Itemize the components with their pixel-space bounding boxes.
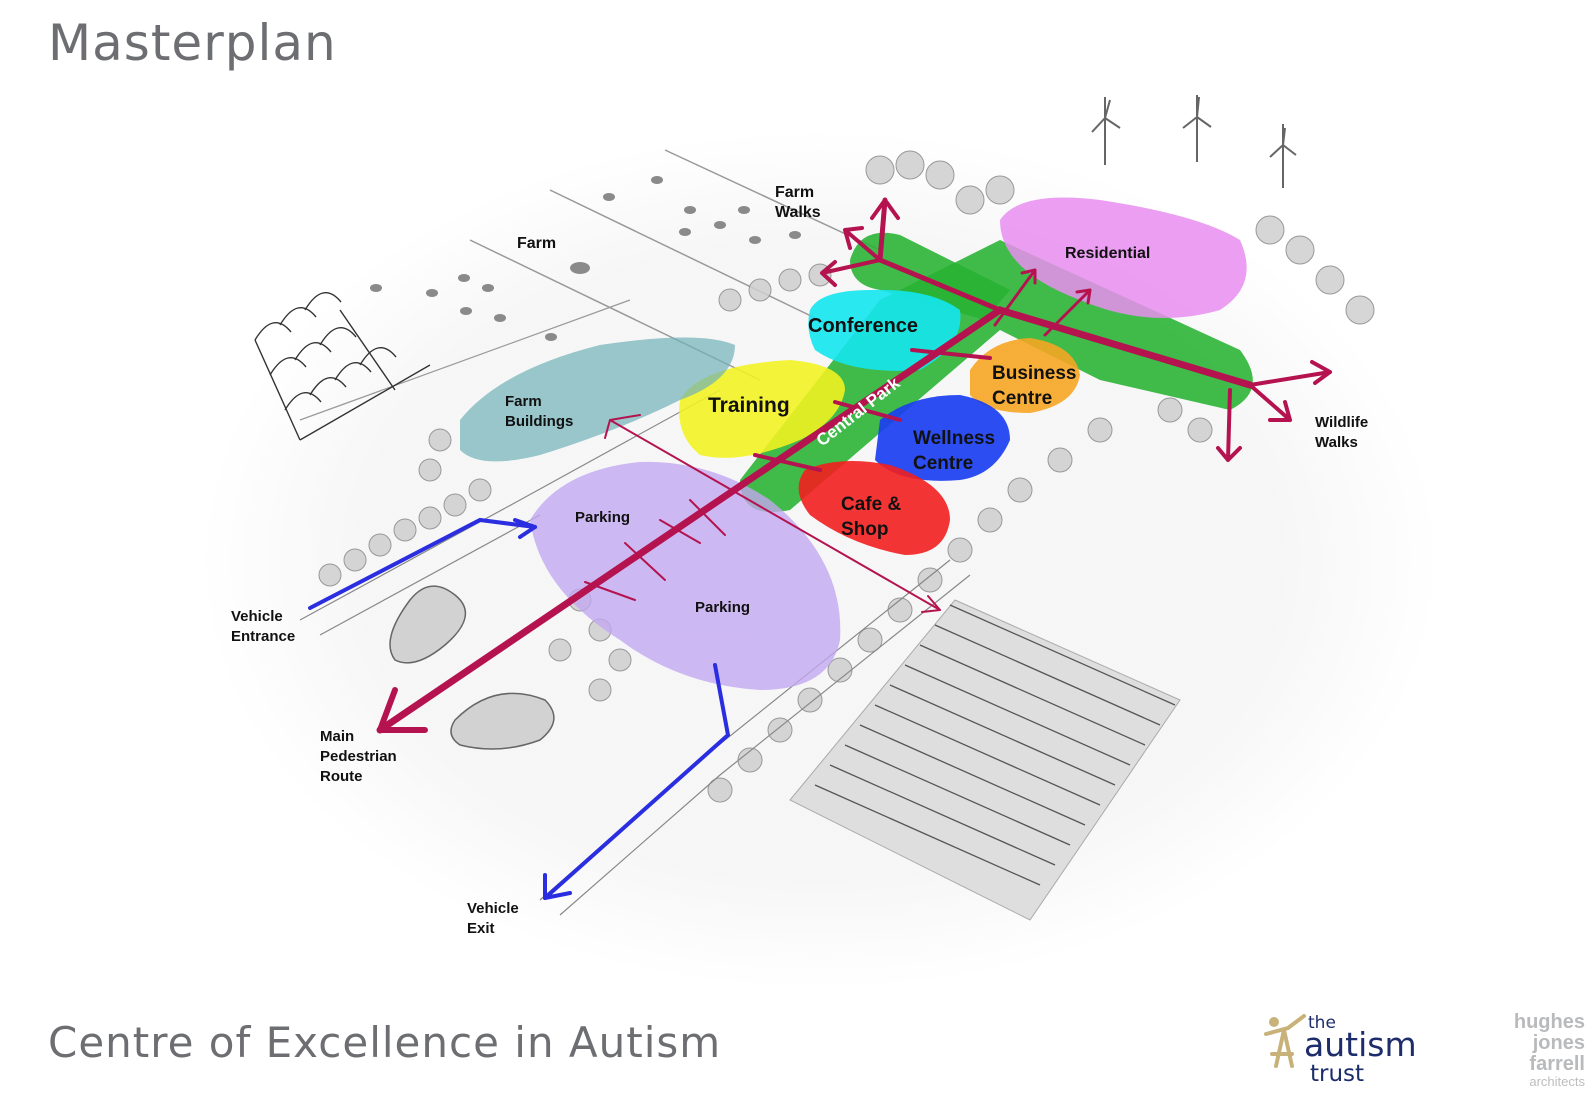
label-training: Training [708, 394, 790, 417]
label-parking-north: Parking [575, 509, 630, 526]
svg-text:Walks: Walks [775, 204, 821, 221]
autism-trust-figure-icon: the autism trust [1264, 1013, 1417, 1087]
label-vehicle-exit-2: Exit [467, 920, 495, 937]
pond-2 [450, 692, 555, 750]
label-main-ped-1: Main [320, 728, 354, 745]
wind-turbine-icons [1091, 95, 1297, 188]
logo-hjf-line2: jones [1532, 1032, 1585, 1054]
svg-text:Farm: Farm [775, 184, 814, 201]
zone-business-centre[interactable] [970, 338, 1080, 413]
sketch-background [200, 95, 1440, 990]
page-title: Masterplan [48, 14, 337, 72]
hughes-jones-farrell-logo: hughes jones farrell architects [1480, 1012, 1585, 1089]
label-wildlife-2: Walks [1315, 434, 1358, 451]
label-farm-walks-2: Walks [775, 204, 821, 221]
vehicle-exit-route [543, 663, 731, 900]
label-vehicle-exit-1: Vehicle [467, 900, 519, 917]
zone-residential[interactable] [1000, 197, 1247, 319]
zone-cafe-shop[interactable] [798, 461, 950, 555]
pond-1 [389, 585, 467, 664]
label-main-ped-2: Pedestrian [320, 748, 397, 765]
label-vehicle-entrance-1: Vehicle [231, 608, 283, 625]
logo-text-the: the [1308, 1013, 1336, 1033]
label-cafe-2: Shop [841, 519, 889, 540]
label-main-ped-3: Route [320, 768, 363, 785]
label-business-2: Centre [992, 388, 1052, 409]
label-business-1: Business [992, 363, 1076, 384]
label-wellness-2: Centre [913, 453, 973, 474]
polytunnels-icon [254, 292, 431, 441]
label-farm: Farm [517, 235, 556, 252]
vehicle-routes [308, 517, 731, 900]
logo-hjf-line1: hughes [1513, 1011, 1585, 1033]
zone-parking[interactable] [530, 461, 841, 690]
label-vehicle-entrance-2: Entrance [231, 628, 295, 645]
farm-animals-icon [370, 176, 801, 341]
logo-text-trust: trust [1310, 1061, 1364, 1087]
vehicle-entrance-route [308, 517, 537, 610]
pedestrian-routes [376, 197, 1332, 734]
label-farm-buildings-1: Farm [505, 393, 542, 410]
footer-title: Centre of Excellence in Autism [48, 1018, 722, 1067]
logo-hjf-line4: architects [1529, 1074, 1585, 1089]
label-residential: Residential [1065, 245, 1150, 262]
zone-training[interactable] [679, 360, 845, 458]
logo-text-autism: autism [1304, 1025, 1417, 1064]
zones [460, 197, 1253, 690]
label-cafe-1: Cafe & [841, 494, 901, 515]
logo-hjf-line3: farrell [1529, 1053, 1585, 1075]
autism-trust-logo: the autism trust [1262, 1008, 1452, 1088]
crop-field [789, 599, 1181, 921]
label-wellness-1: Wellness [913, 428, 995, 449]
label-wildlife-1: Wildlife [1315, 414, 1368, 431]
label-conference: Conference [808, 315, 918, 337]
label-farm-buildings-2: Buildings [505, 413, 573, 430]
labels: Farm Farm Walks Residential Conference T… [231, 184, 1368, 937]
label-farm-walks-1: Farm [775, 184, 814, 201]
zone-wellness-centre[interactable] [875, 395, 1010, 481]
zone-farm-buildings[interactable] [460, 337, 735, 462]
label-parking-south: Parking [695, 599, 750, 616]
